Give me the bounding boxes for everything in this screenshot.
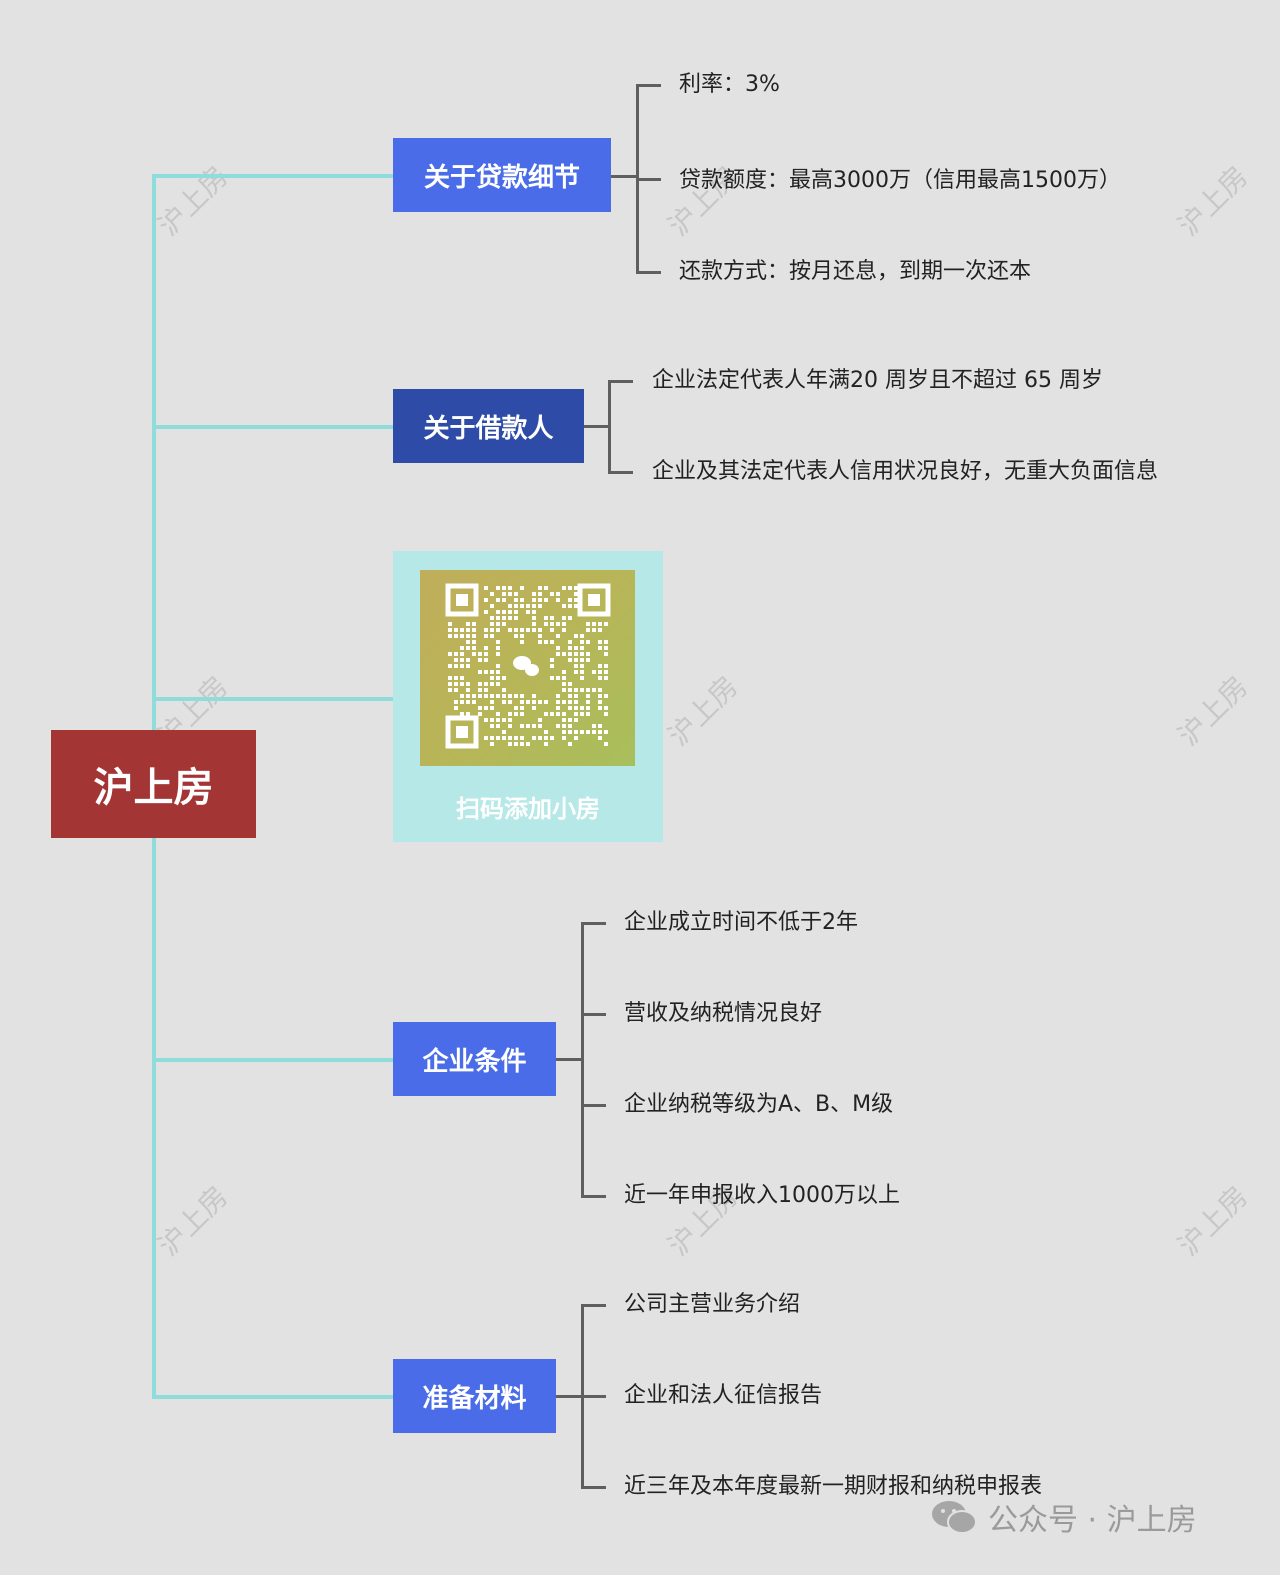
leaf-established-years: 企业成立时间不低于2年 [624, 910, 858, 935]
footer-text: 公众号 · 沪上房 [988, 1503, 1197, 1538]
leaf-annual-income: 近一年申报收入1000万以上 [624, 1183, 900, 1208]
branch-borrower: 关于借款人 [393, 389, 584, 463]
leaf-financial-statements: 近三年及本年度最新一期财报和纳税申报表 [624, 1474, 1043, 1499]
bracket-tick [581, 1013, 606, 1016]
connector-branch-2 [152, 425, 393, 429]
bracket-stem [611, 175, 637, 178]
watermark: 沪上房 [151, 1179, 235, 1263]
leaf-legal-rep-age: 企业法定代表人年满20 周岁且不超过 65 周岁 [652, 368, 1103, 393]
bracket-tick [608, 380, 633, 383]
bracket-vertical [581, 922, 584, 1198]
connector-branch-3 [152, 1058, 393, 1062]
bracket-tick [581, 1486, 606, 1489]
watermark: 沪上房 [1171, 1179, 1255, 1263]
watermark: 沪上房 [151, 159, 235, 243]
bracket-tick [581, 1395, 606, 1398]
wechat-icon [513, 656, 539, 676]
connector-branch-1 [152, 174, 393, 178]
watermark: 沪上房 [661, 669, 745, 753]
root-node: 沪上房 [51, 730, 256, 838]
leaf-revenue-tax: 营收及纳税情况良好 [624, 1001, 823, 1026]
bracket-tick [636, 271, 661, 274]
watermark: 沪上房 [1171, 669, 1255, 753]
leaf-credit-status: 企业及其法定代表人信用状况良好，无重大负面信息 [652, 459, 1159, 484]
leaf-repayment: 还款方式：按月还息，到期一次还本 [679, 259, 1032, 284]
bracket-tick [581, 1304, 606, 1307]
watermark: 沪上房 [1171, 159, 1255, 243]
footer: 公众号 · 沪上房 [930, 1497, 1197, 1538]
branch-materials: 准备材料 [393, 1359, 556, 1433]
bracket-stem [584, 425, 610, 428]
wechat-icon [932, 1501, 977, 1534]
bracket-tick [581, 1104, 606, 1107]
bracket-stem [556, 1395, 582, 1398]
bracket-tick [581, 922, 606, 925]
bracket-tick [636, 84, 661, 87]
qr-caption: 扫码添加小房 [456, 795, 600, 823]
branch-company-conditions: 企业条件 [393, 1022, 556, 1096]
bracket-tick [636, 178, 661, 181]
connector-branch-4 [152, 1395, 393, 1399]
connector-qr [152, 697, 393, 701]
qr-pattern [445, 583, 611, 749]
leaf-loan-amount: 贷款额度：最高3000万（信用最高1500万） [679, 168, 1121, 193]
bracket-tick [581, 1195, 606, 1198]
leaf-business-intro: 公司主营业务介绍 [624, 1292, 801, 1317]
branch-loan-details: 关于贷款细节 [393, 138, 611, 212]
qr-card: 扫码添加小房 [393, 551, 663, 842]
qr-code[interactable] [420, 570, 635, 766]
leaf-credit-report: 企业和法人征信报告 [624, 1383, 823, 1408]
bracket-tick [608, 471, 633, 474]
bracket-stem [556, 1058, 582, 1061]
leaf-interest-rate: 利率：3% [679, 72, 780, 97]
leaf-tax-grade: 企业纳税等级为A、B、M级 [624, 1092, 894, 1117]
bracket-vertical [608, 380, 611, 474]
